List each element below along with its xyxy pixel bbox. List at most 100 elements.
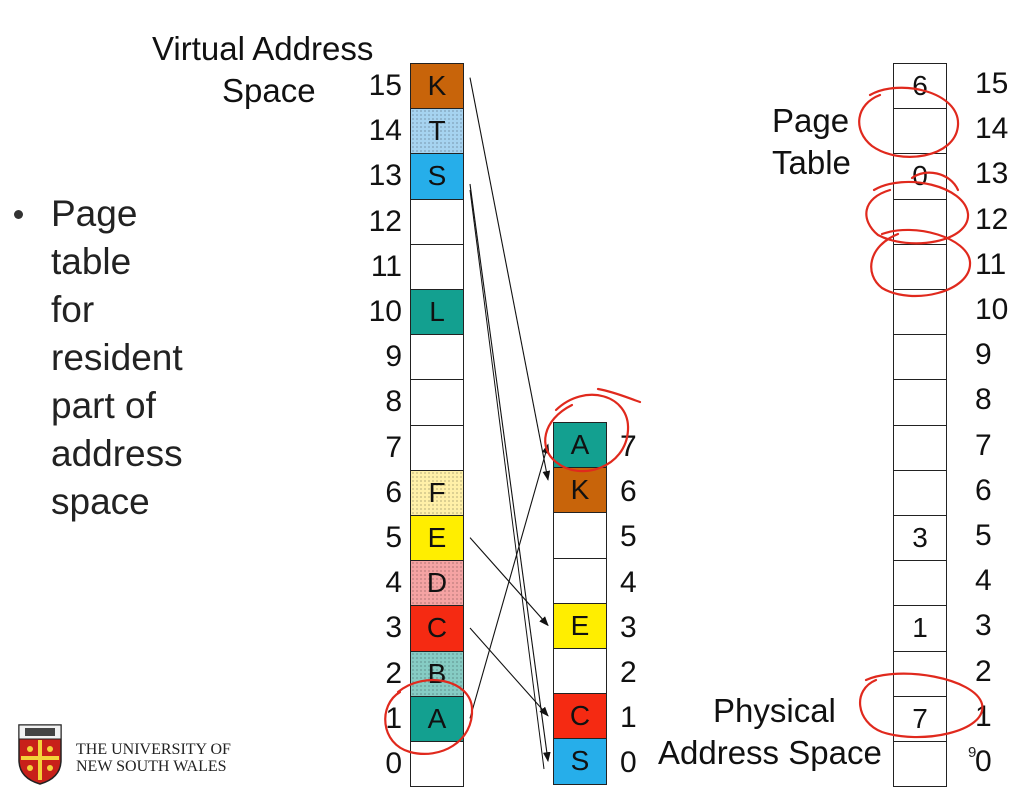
page-table-index: 3 — [975, 609, 992, 643]
slide-number: 9 — [968, 744, 977, 761]
physical-frame-label: K — [570, 474, 590, 506]
page-table-index: 7 — [975, 428, 992, 462]
page-table-entry-value: 3 — [912, 522, 928, 554]
virtual-space-title-line1: Virtual Address — [152, 30, 374, 67]
university-logo — [16, 722, 64, 786]
page-table-index: 13 — [975, 157, 1009, 191]
page-table-entry — [893, 243, 947, 290]
page-table-index: 14 — [975, 112, 1009, 146]
page-table-entry-value: 6 — [912, 70, 928, 102]
annotation-circle-pt-14 — [858, 86, 960, 158]
page-table-index: 11 — [975, 247, 1007, 281]
physical-frame-label: E — [570, 609, 590, 641]
page-table-entry-value: 7 — [912, 702, 928, 734]
virtual-page-number: 13 — [368, 159, 402, 193]
annotation-circle-physical-7 — [544, 393, 630, 473]
mapping-arrows — [469, 77, 551, 770]
virtual-page-label: D — [426, 567, 448, 599]
virtual-page-cell: T — [410, 108, 464, 155]
virtual-page-number: 1 — [385, 701, 402, 735]
mapping-arrow — [469, 77, 551, 481]
page-table-index: 9 — [975, 338, 992, 372]
virtual-page-number: 3 — [385, 611, 402, 645]
virtual-page-number: 10 — [368, 295, 402, 328]
bullet-line-1: Page table for — [51, 193, 138, 330]
virtual-page-label: C — [426, 612, 448, 644]
virtual-space-title-line2: Space — [222, 72, 316, 109]
page-table-entry — [893, 424, 947, 471]
page-table-index: 2 — [975, 654, 992, 688]
annotation-circle-pt-13-tail — [910, 171, 960, 192]
physical-frame-number: 6 — [620, 475, 637, 509]
handwritten-annotations — [384, 86, 984, 755]
physical-frame-cell: A — [553, 422, 607, 469]
physical-frame-number: 1 — [620, 701, 637, 735]
page-table-index: 6 — [975, 473, 992, 507]
physical-frame-number: 3 — [620, 610, 637, 644]
physical-frame-label: S — [570, 745, 590, 777]
virtual-page-label: S — [427, 160, 447, 192]
university-name: THE UNIVERSITY OF NEW SOUTH WALES — [76, 741, 231, 775]
physical-frame-cell — [553, 648, 607, 695]
page-table-entry: 1 — [893, 605, 947, 652]
annotation-circle-pt-1 — [859, 672, 984, 739]
page-table-entry — [893, 560, 947, 607]
page-table-title-line1: Page — [772, 102, 850, 139]
university-name-line2: NEW SOUTH WALES — [76, 758, 227, 775]
page-table-entry — [893, 334, 947, 381]
bullet-line-3: address space — [51, 433, 183, 522]
virtual-page-number: 14 — [368, 114, 402, 148]
page-table-index: 12 — [975, 202, 1009, 236]
annotation-circle-pt-12 — [865, 180, 970, 245]
virtual-page-number: 6 — [385, 475, 402, 509]
page-table-entry — [893, 741, 947, 788]
page-table-index: 1 — [975, 699, 992, 733]
crest-icon — [18, 724, 62, 785]
physical-frame-label: A — [570, 429, 590, 461]
virtual-page-label: K — [427, 70, 447, 102]
virtual-page-cell: F — [410, 469, 464, 516]
page-table-entry: 7 — [893, 695, 947, 742]
virtual-page-number: 0 — [385, 747, 402, 780]
physical-frame-number: 5 — [620, 520, 637, 554]
bullet-text: Page table for resident part of address … — [51, 190, 183, 526]
physical-frame-number: 7 — [620, 430, 637, 463]
page-table-entry: 6 — [893, 63, 947, 110]
virtual-page-number: 9 — [385, 340, 402, 374]
physical-frame-cell — [553, 512, 607, 559]
annotation-circle-pt-11 — [870, 228, 972, 298]
virtual-page-cell — [410, 334, 464, 381]
virtual-page-number: 2 — [385, 656, 402, 690]
virtual-page-label: L — [429, 296, 445, 328]
physical-space-title-line2: Address Space — [658, 734, 882, 771]
mapping-arrow — [469, 443, 550, 719]
virtual-page-label: F — [428, 476, 446, 508]
physical-frame-cell: K — [553, 467, 607, 514]
virtual-page-label: A — [427, 702, 447, 734]
page-table-entry — [893, 379, 947, 426]
physical-frame-number: 0 — [620, 746, 637, 780]
page-table-index: 0 — [975, 745, 992, 778]
annotation-circle-virtual-1 — [384, 678, 474, 755]
virtual-page-cell: A — [410, 695, 464, 742]
virtual-page-number: 7 — [385, 430, 402, 464]
page-table-index: 5 — [975, 519, 992, 552]
page-table-entry-value: 1 — [912, 612, 928, 644]
physical-frame-label: C — [569, 700, 591, 732]
physical-frame-number: 4 — [620, 565, 637, 599]
page-table-index: 4 — [975, 564, 992, 598]
virtual-page-number: 5 — [385, 521, 402, 554]
physical-frame-cell: E — [553, 602, 607, 649]
physical-frame-number: 2 — [620, 656, 637, 689]
virtual-page-number: 8 — [385, 385, 402, 419]
page-table-entry — [893, 108, 947, 155]
virtual-page-cell: D — [410, 560, 464, 607]
university-name-line1: THE UNIVERSITY OF — [76, 741, 231, 758]
virtual-page-cell: L — [410, 289, 464, 336]
virtual-page-label: E — [427, 522, 447, 554]
virtual-page-label: T — [428, 115, 446, 147]
mapping-guide-line — [469, 189, 545, 770]
page-table-entry: 3 — [893, 515, 947, 562]
bullet-dot — [14, 210, 23, 219]
